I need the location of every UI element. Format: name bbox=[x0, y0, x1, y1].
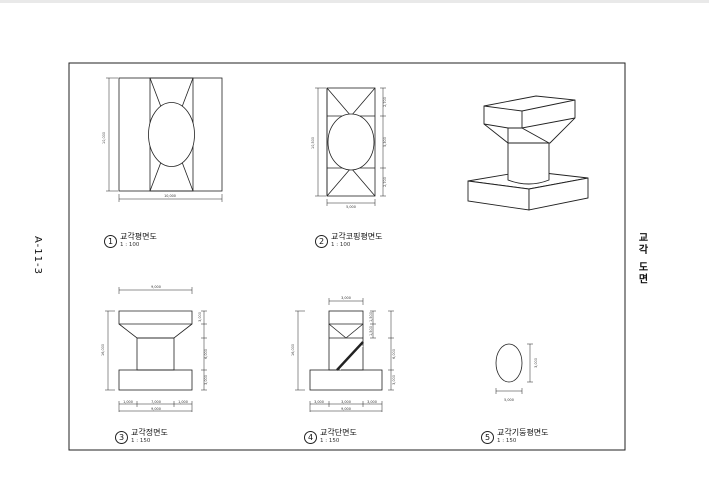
drawing-scale: 1 : 150 bbox=[497, 438, 517, 444]
dim-label: 3,000 bbox=[198, 312, 202, 322]
dim-label: 9,000 bbox=[151, 285, 161, 289]
drawing-title: 교각코핑평면도 bbox=[331, 232, 383, 241]
dim-label: 6,000 bbox=[392, 349, 396, 359]
dim-label: 10,000 bbox=[164, 194, 176, 198]
dim-label: 6,000 bbox=[204, 349, 208, 359]
drawing-scale: 1 : 100 bbox=[331, 242, 351, 248]
sheet-title: 교각 도면 bbox=[636, 232, 647, 286]
drawing-title: 교각정면도 bbox=[131, 428, 168, 437]
dim-label: 3,000 bbox=[204, 375, 208, 385]
dim-label: 2,700 bbox=[383, 177, 387, 187]
dim-label: 10,500 bbox=[311, 137, 315, 149]
drawing-title: 교각기둥평면도 bbox=[497, 428, 549, 437]
dim-label: 10,000 bbox=[102, 132, 106, 144]
dim-label: 16,000 bbox=[291, 344, 295, 356]
pier-column-plan-view bbox=[495, 343, 533, 394]
dim-label: 5,000 bbox=[504, 398, 514, 402]
pier-3d-view bbox=[467, 95, 589, 211]
dim-label: 3,000 bbox=[534, 358, 538, 368]
dim-label: 3,000 bbox=[367, 400, 377, 404]
drawing-title: 교각단면도 bbox=[320, 428, 357, 437]
pier-section-view bbox=[295, 298, 394, 412]
dim-label: 1,000 bbox=[123, 400, 133, 404]
dim-label: 9,000 bbox=[151, 407, 161, 411]
drawing-number-badge: 5 bbox=[481, 430, 494, 444]
drawing-scale: 1 : 150 bbox=[131, 438, 151, 444]
drawing-number-badge: 3 bbox=[115, 430, 128, 444]
pier-coping-plan-view bbox=[315, 87, 386, 206]
dim-label: 3,000 bbox=[341, 400, 351, 404]
dim-label: 3,000 bbox=[341, 296, 351, 300]
window-top-border bbox=[0, 0, 709, 3]
dim-label: 3,000 bbox=[314, 400, 324, 404]
dim-label: 16,000 bbox=[101, 344, 105, 356]
dim-label: 5,000 bbox=[346, 205, 356, 209]
dim-label: 2,700 bbox=[383, 97, 387, 107]
pier-front-elevation bbox=[105, 287, 207, 412]
pier-plan-view bbox=[106, 77, 223, 202]
drawing-title: 교각평면도 bbox=[120, 232, 157, 241]
dim-label: 5,300 bbox=[383, 137, 387, 147]
dim-label: 1,000 bbox=[178, 400, 188, 404]
dim-label: 3,000 bbox=[392, 375, 396, 385]
drawing-number-badge: 2 bbox=[315, 234, 328, 248]
drawing-number-badge: 1 bbox=[104, 234, 117, 248]
dim-label: 7,000 bbox=[151, 400, 161, 404]
sheet-frame bbox=[68, 62, 626, 451]
dim-label: 1,500 bbox=[369, 312, 373, 322]
drawing-scale: 1 : 100 bbox=[120, 242, 140, 248]
dim-label: 1,500 bbox=[369, 326, 373, 336]
dim-label: 9,000 bbox=[341, 407, 351, 411]
drawing-number-badge: 4 bbox=[304, 430, 317, 444]
drawing-scale: 1 : 150 bbox=[320, 438, 340, 444]
